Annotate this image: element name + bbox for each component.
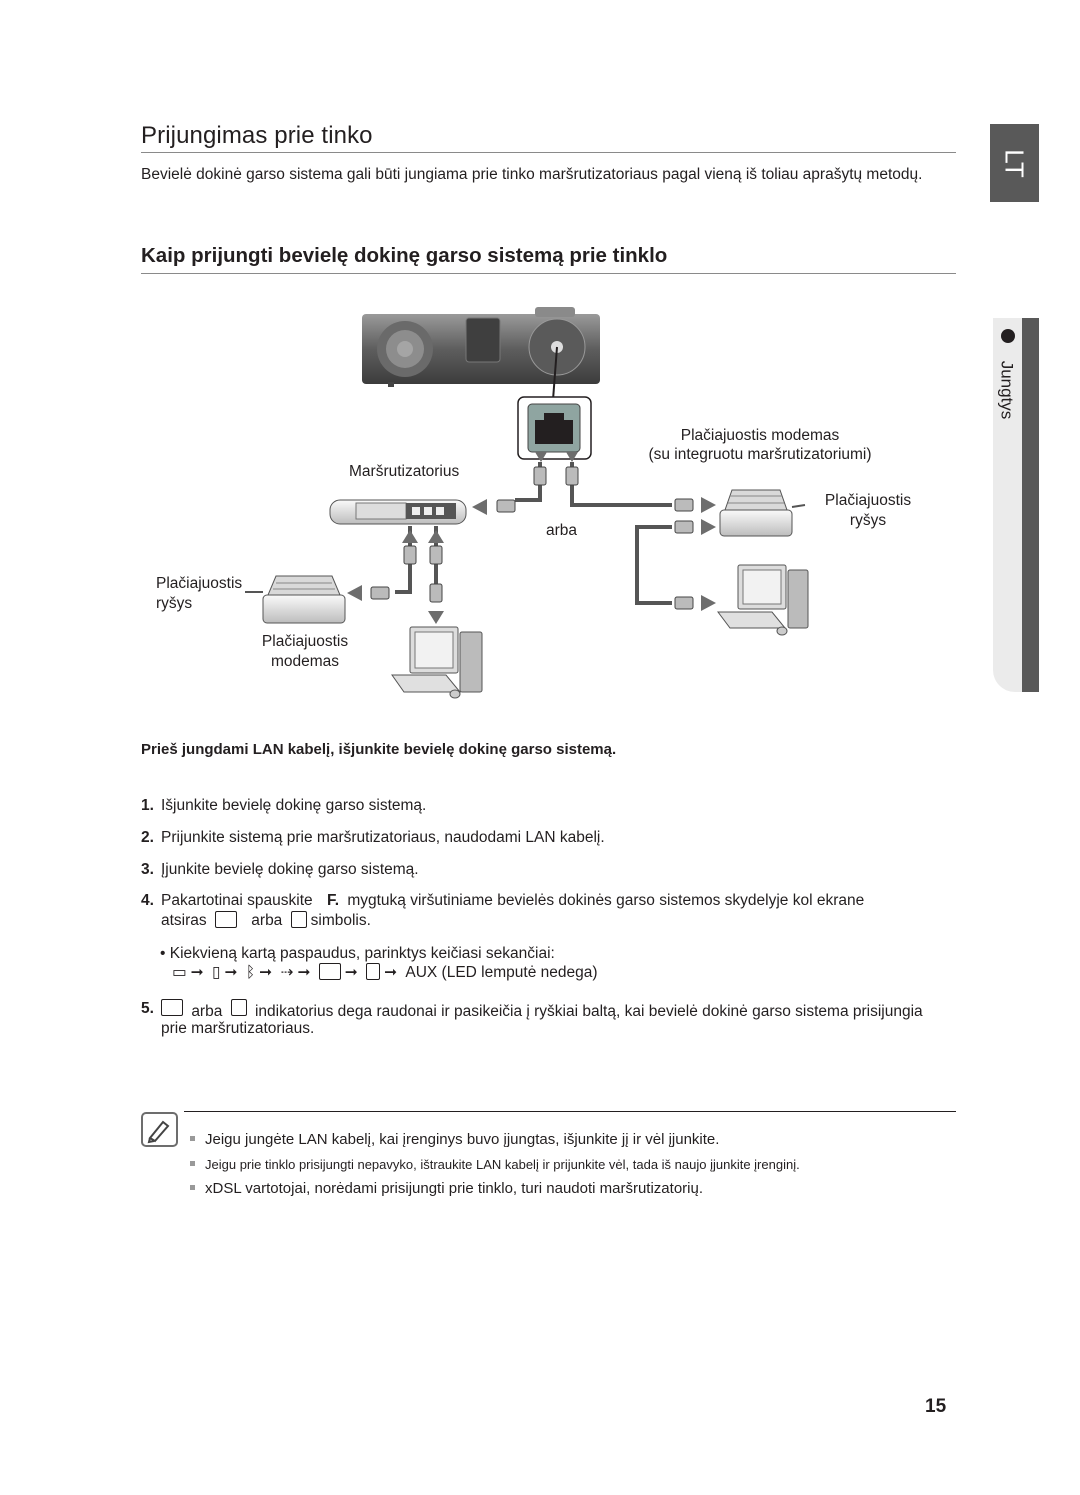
step-3: 3.Įjunkite bevielę dokinę garso sistemą.: [141, 861, 419, 878]
phone-icon: ▯: [211, 964, 221, 981]
broadband-right-sublabel: ryšys: [849, 512, 887, 529]
computer-icon-2: [391, 626, 483, 699]
modem-sublabel: modemas: [270, 653, 340, 670]
language-tab: [990, 124, 1039, 202]
step-5: 5. arba indikatorius dega raudonai ir pa…: [141, 999, 923, 1020]
warning-text: Prieš jungdami LAN kabelį, išjunkite bev…: [141, 741, 617, 758]
connection-diagram: [245, 307, 809, 699]
step-1: 1.Išjunkite bevielę dokinę garso sistemą…: [141, 797, 427, 814]
modem-router-icon: [719, 489, 806, 537]
note-2: Jeigu prie tinklo prisijungti nepavyko, …: [190, 1157, 800, 1172]
computer-icon: [717, 564, 809, 636]
title-divider: [141, 152, 956, 153]
section-bullet-icon: [1001, 329, 1015, 343]
sequence-intro: • Kiekvieną kartą paspaudus, parinktys k…: [160, 945, 555, 962]
modem-router-label: Plačiajuostis modemas: [680, 427, 840, 444]
notes-divider: [184, 1111, 956, 1112]
dock-speaker-icon: [362, 307, 600, 387]
tv-icon: ▭: [172, 964, 187, 981]
lan-port-icon: [517, 396, 592, 460]
page-title: Prijungimas prie tinko: [141, 122, 373, 149]
note-pencil-icon: [141, 1112, 178, 1147]
intro-text: Bevielė dokinė garso sistema gali būti j…: [141, 166, 923, 183]
bluetooth-icon: ᛒ: [245, 964, 256, 981]
or-label: arba: [546, 522, 578, 539]
page-number: 15: [925, 1396, 947, 1417]
wireless-mode-icon-2: [318, 963, 341, 980]
subsection-title: Kaip prijungti bevielę dokinę garso sist…: [141, 244, 668, 267]
modem-label: Plačiajuostis: [261, 633, 349, 650]
modem-icon: [245, 575, 346, 624]
step-2: 2.Prijunkite sistemą prie maršrutizatori…: [141, 829, 605, 846]
usb-icon: ⇢: [280, 964, 294, 981]
mode-sequence: ▭➞ ▯➞ ᛒ➞ ⇢➞ ➞ ➞ AUX (LED lemputė nedega): [172, 963, 598, 981]
subtitle-divider: [141, 273, 956, 274]
network-indicator-icon: [230, 999, 247, 1016]
wireless-mode-icon: [214, 911, 237, 928]
step-4: 4. Pakartotinai spauskite F. mygtuką vir…: [141, 892, 865, 909]
wireless-indicator-icon: [161, 999, 183, 1016]
broadband-left-label: Plačiajuostis: [156, 575, 243, 592]
network-mode-icon: [290, 911, 307, 928]
modem-router-sublabel: (su integruotu maršrutizatoriumi): [648, 446, 872, 463]
network-mode-icon-2: [366, 963, 381, 980]
router-icon: [329, 499, 467, 525]
section-tab-bar: [1022, 318, 1039, 692]
note-3: xDSL vartotojai, norėdami prisijungti pr…: [190, 1180, 703, 1197]
broadband-right-label: Plačiajuostis: [824, 492, 912, 509]
broadband-left-sublabel: ryšys: [156, 595, 193, 612]
note-1: Jeigu jungėte LAN kabelį, kai įrenginys …: [190, 1131, 719, 1148]
router-label: Maršrutizatorius: [349, 463, 460, 480]
